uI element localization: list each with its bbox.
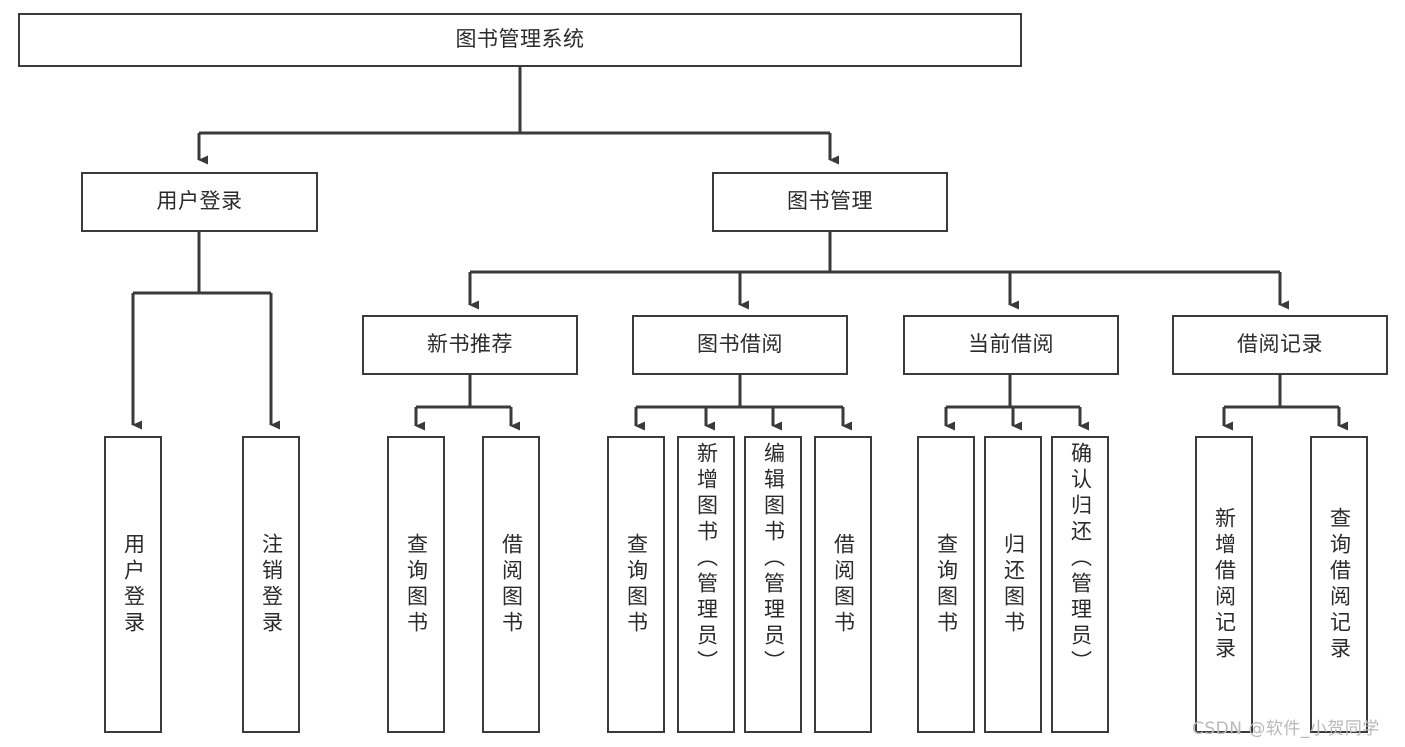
leaf-query-borrow-record[interactable]: 查询借阅记录: [1310, 436, 1368, 733]
watermark-text: CSDN @软件_小贺同学: [1192, 719, 1380, 739]
leaf-borrow-book[interactable]: 借阅图书: [814, 436, 872, 733]
current-borrow-connectors: [944, 375, 1089, 431]
leaf-borrow-book-recommend[interactable]: 借阅图书: [482, 436, 540, 733]
node-label: 注销登录: [259, 532, 284, 637]
leaf-confirm-return-admin[interactable]: 确认归还（管理员）: [1051, 436, 1109, 733]
node-label: 当前借阅: [968, 332, 1054, 357]
node-new-book-recommend[interactable]: 新书推荐: [362, 315, 578, 375]
leaf-query-book-recommend[interactable]: 查询图书: [387, 436, 445, 733]
root-connectors: [197, 67, 839, 165]
leaf-query-book-current[interactable]: 查询图书: [917, 436, 975, 733]
node-label: 图书借阅: [697, 332, 783, 357]
node-label: 图书管理系统: [455, 27, 585, 52]
new-book-connectors: [414, 375, 520, 431]
node-label: 查询图书: [624, 532, 649, 637]
book-borrow-connectors: [634, 375, 852, 431]
node-label: 用户登录: [121, 532, 146, 637]
leaf-return-book[interactable]: 归还图书: [984, 436, 1042, 733]
node-label: 查询图书: [404, 532, 429, 637]
node-book-borrow[interactable]: 图书借阅: [632, 315, 848, 375]
book-management-connectors: [468, 232, 1289, 310]
node-label: 查询图书: [934, 532, 959, 637]
node-label: 确认归还（管理员）: [1068, 442, 1093, 676]
leaf-edit-book-admin[interactable]: 编辑图书（管理员）: [744, 436, 802, 733]
node-label: 归还图书: [1001, 532, 1026, 637]
node-book-management[interactable]: 图书管理: [712, 172, 948, 232]
node-label: 借阅记录: [1237, 332, 1323, 357]
leaf-user-login[interactable]: 用户登录: [104, 436, 162, 733]
user-login-connectors: [131, 232, 280, 430]
node-root-system[interactable]: 图书管理系统: [18, 13, 1022, 67]
node-label: 用户登录: [156, 189, 243, 214]
node-label: 借阅图书: [831, 532, 856, 637]
node-label: 编辑图书（管理员）: [761, 442, 786, 676]
node-label: 新增借阅记录: [1212, 506, 1237, 663]
leaf-logout[interactable]: 注销登录: [242, 436, 300, 733]
node-label: 新书推荐: [427, 332, 513, 357]
node-user-login[interactable]: 用户登录: [81, 172, 318, 232]
node-label: 新增图书（管理员）: [694, 442, 719, 676]
node-borrow-record[interactable]: 借阅记录: [1172, 315, 1388, 375]
borrow-record-connectors: [1222, 375, 1348, 431]
node-label: 借阅图书: [499, 532, 524, 637]
leaf-query-book-borrow[interactable]: 查询图书: [607, 436, 665, 733]
node-label: 图书管理: [787, 189, 873, 214]
node-label: 查询借阅记录: [1327, 506, 1352, 663]
leaf-add-book-admin[interactable]: 新增图书（管理员）: [677, 436, 735, 733]
node-current-borrow[interactable]: 当前借阅: [903, 315, 1119, 375]
leaf-add-borrow-record[interactable]: 新增借阅记录: [1195, 436, 1253, 733]
